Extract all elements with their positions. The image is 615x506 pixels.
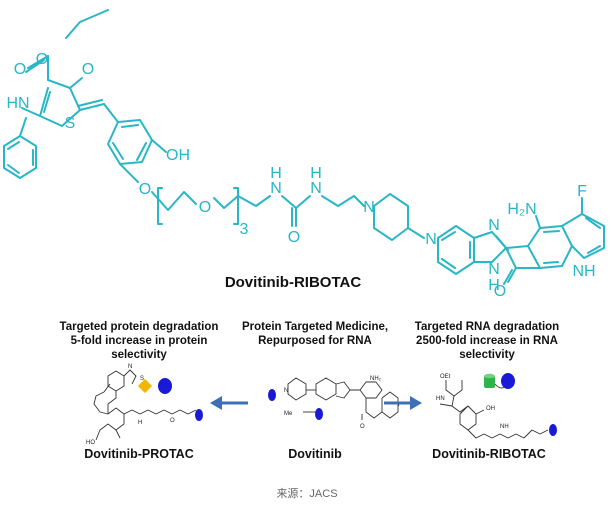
protein-ligand-diamond-icon [137, 378, 153, 394]
protac-name: Dovitinib-PROTAC [84, 447, 193, 461]
left-caption-line3: selectivity [111, 349, 167, 361]
atom-o-quinolinone: O [494, 283, 506, 300]
dovitinib-atom-n: N [284, 388, 288, 394]
atom-o-ether: O [139, 181, 151, 198]
center-caption: Protein Targeted Medicine, Repurposed fo… [242, 321, 388, 347]
me-label: Me [284, 411, 293, 417]
atom-h-urea1: H [270, 165, 282, 182]
atom-n-urea2: N [310, 180, 322, 197]
atom-n-benzimidazole1: N [488, 217, 500, 234]
ribotac-target-blue-icon [549, 424, 557, 436]
structure-title: Dovitinib-RIBOTAC [225, 274, 362, 291]
ribotac-atom-oh: OH [486, 406, 495, 412]
left-caption-line1: Targeted protein degradation [60, 321, 219, 333]
ribotac-atom-oet: OEt [440, 374, 451, 380]
arrow-right-icon [384, 396, 422, 410]
atom-f: F [577, 183, 587, 200]
right-caption-line2: 2500-fold increase in RNA [416, 335, 558, 347]
left-caption-line2: 5-fold increase in protein [71, 335, 208, 347]
atom-n-piperazine2: N [425, 231, 437, 248]
protac-atom-n: N [128, 364, 132, 370]
rna-binder-cylinder-icon [484, 376, 495, 388]
dovitinib-atom-f: F [398, 402, 402, 408]
atom-o-ester2: O [14, 61, 26, 78]
atom-o-peg: O [199, 199, 211, 216]
dovitinib-rna-icon-2 [315, 408, 323, 420]
right-caption: Targeted RNA degradation 2500-fold incre… [415, 321, 559, 361]
atom-o-ketone: O [82, 61, 94, 78]
repeat-count: 3 [240, 221, 249, 238]
right-caption-line3: selectivity [459, 349, 515, 361]
dovitinib-atom-o: O [360, 424, 365, 430]
atom-n-urea1: N [270, 180, 282, 197]
left-caption: Targeted protein degradation 5-fold incr… [60, 321, 219, 361]
atom-o-urea: O [288, 229, 300, 246]
ribotac-atom-hn: HN [436, 396, 445, 402]
center-caption-line1: Protein Targeted Medicine, [242, 321, 388, 333]
protac-atom-nh: H [138, 420, 142, 426]
atom-hn-anilino: HN [6, 95, 29, 112]
arrow-left-icon [210, 396, 248, 410]
dovitinib-rna-icon-1 [268, 389, 276, 401]
source-credit: 来源：JACS [276, 486, 337, 500]
dovitinib-structure: N NH₂ F O Me [268, 376, 402, 430]
ribotac-mini-structure: OEt HN OH NH [436, 373, 557, 439]
atom-n-piperazine1: N [363, 199, 375, 216]
atom-n-benzimidazole2: N [488, 261, 500, 278]
ribotac-atom-nh: NH [500, 424, 509, 430]
rna-binder-top-icon [484, 373, 495, 379]
dovitinib-name: Dovitinib [288, 447, 342, 461]
atom-h-urea2: H [310, 165, 322, 182]
atom-nh-quinolinone: NH [572, 263, 595, 280]
protac-structure: N S HO H O [86, 364, 203, 446]
dovitinib-atom-nh2: NH₂ [370, 376, 382, 382]
ribotac-name: Dovitinib-RIBOTAC [432, 447, 546, 461]
right-caption-line1: Targeted RNA degradation [415, 321, 559, 333]
center-caption-line2: Repurposed for RNA [258, 335, 372, 347]
atom-s: S [65, 115, 76, 132]
atom-nh2-amine: H₂N [507, 201, 536, 218]
protac-atom-ho: HO [86, 440, 95, 446]
atom-oh: OH [166, 147, 190, 164]
target-rna-icon [501, 373, 515, 389]
protac-atom-o: O [170, 418, 175, 424]
target-protein-icon [158, 378, 172, 394]
protac-target-blue-icon [195, 409, 203, 421]
protac-atom-s: S [140, 376, 144, 382]
atom-h-benzimidazole: H [488, 277, 500, 294]
dovitinib-ribotac-structure: O O O S HN OH O O 3 N H N H O N N N N H … [3, 9, 605, 300]
atom-o-ester1: O [36, 51, 48, 68]
